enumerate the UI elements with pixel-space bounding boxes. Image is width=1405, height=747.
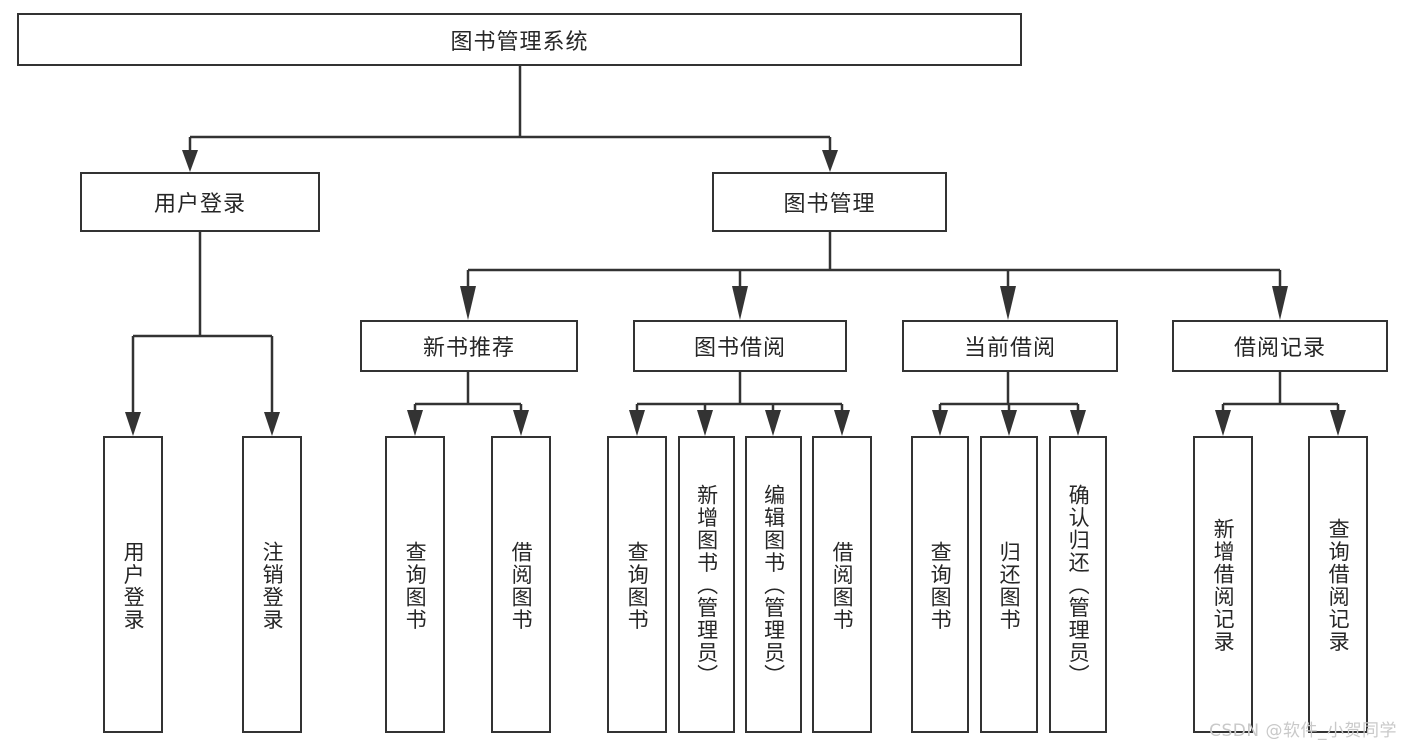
leaf-borrow-book-2-textwrap: 借阅图书 [814, 440, 870, 731]
node-leaf-return-book-label: 归还图书 [997, 540, 1022, 631]
node-root-label: 图书管理系统 [450, 29, 589, 55]
node-current-borrow[interactable]: 当前借阅 [902, 320, 1118, 372]
node-leaf-confirm-return[interactable]: 确认归还（管理员） [1049, 436, 1107, 733]
node-leaf-edit-book-label: 编辑图书（管理员） [761, 484, 786, 687]
arrow-to-leaf-logout-login [264, 412, 280, 436]
node-leaf-query-book-1[interactable]: 查询图书 [385, 436, 445, 733]
node-leaf-query-borrow-record[interactable]: 查询借阅记录 [1308, 436, 1368, 733]
arrow-to-leaf-user-login [125, 412, 141, 436]
leaf-query-book-2-textwrap: 查询图书 [609, 440, 665, 731]
node-leaf-add-borrow-record[interactable]: 新增借阅记录 [1193, 436, 1253, 733]
node-book-borrow[interactable]: 图书借阅 [633, 320, 847, 372]
arrow-to-leaf-edit-book [765, 410, 781, 436]
leaf-query-book-1-textwrap: 查询图书 [387, 440, 443, 731]
node-leaf-user-login-label: 用户登录 [121, 540, 146, 631]
node-book-management[interactable]: 图书管理 [712, 172, 947, 232]
node-leaf-add-book-label: 新增图书（管理员） [694, 484, 719, 687]
arrow-to-leaf-query-book-2 [629, 410, 645, 436]
arrow-to-leaf-query-borrow-record [1330, 410, 1346, 436]
node-book-management-label: 图书管理 [783, 192, 876, 217]
node-leaf-query-book-2-label: 查询图书 [625, 540, 650, 631]
leaf-add-borrow-record-textwrap: 新增借阅记录 [1195, 440, 1251, 731]
arrow-to-borrow-record [1272, 286, 1288, 320]
node-borrow-record-label: 借阅记录 [1233, 336, 1326, 361]
node-leaf-borrow-book-1[interactable]: 借阅图书 [491, 436, 551, 733]
arrow-to-leaf-query-book-3 [932, 410, 948, 436]
arrow-to-leaf-add-borrow-record [1215, 410, 1231, 436]
node-leaf-query-book-3[interactable]: 查询图书 [911, 436, 969, 733]
node-leaf-query-book-1-label: 查询图书 [403, 540, 428, 631]
node-new-book-recommend[interactable]: 新书推荐 [360, 320, 578, 372]
csdn-watermark: CSDN @软件_小贺同学 [1209, 721, 1397, 741]
node-leaf-query-borrow-record-label: 查询借阅记录 [1326, 518, 1351, 653]
arrow-to-current-borrow [1000, 286, 1016, 320]
node-leaf-add-borrow-record-label: 新增借阅记录 [1211, 518, 1236, 653]
leaf-borrow-book-1-textwrap: 借阅图书 [493, 440, 549, 731]
node-leaf-borrow-book-1-label: 借阅图书 [509, 540, 534, 631]
node-current-borrow-label: 当前借阅 [963, 336, 1056, 361]
leaf-return-book-textwrap: 归还图书 [982, 440, 1036, 731]
leaf-query-book-3-textwrap: 查询图书 [913, 440, 967, 731]
node-borrow-record[interactable]: 借阅记录 [1172, 320, 1388, 372]
node-leaf-confirm-return-label: 确认归还（管理员） [1066, 484, 1091, 687]
arrow-to-book-management [822, 150, 838, 172]
arrow-to-book-borrow [732, 286, 748, 320]
arrow-to-leaf-borrow-book-1 [513, 410, 529, 436]
arrow-to-leaf-query-book-1 [407, 410, 423, 436]
node-leaf-edit-book[interactable]: 编辑图书（管理员） [745, 436, 802, 733]
leaf-user-login-textwrap: 用户登录 [105, 440, 161, 731]
node-leaf-logout-login[interactable]: 注销登录 [242, 436, 302, 733]
node-leaf-borrow-book-2-label: 借阅图书 [830, 540, 855, 631]
node-user-login[interactable]: 用户登录 [80, 172, 320, 232]
arrow-to-user-login [182, 150, 198, 172]
node-leaf-query-book-2[interactable]: 查询图书 [607, 436, 667, 733]
node-leaf-query-book-3-label: 查询图书 [928, 540, 953, 631]
leaf-query-borrow-record-textwrap: 查询借阅记录 [1310, 440, 1366, 731]
arrow-to-new-book-recommend [460, 286, 476, 320]
node-root[interactable]: 图书管理系统 [17, 13, 1022, 66]
arrow-to-leaf-confirm-return [1070, 410, 1086, 436]
leaf-logout-login-textwrap: 注销登录 [244, 440, 300, 731]
node-leaf-borrow-book-2[interactable]: 借阅图书 [812, 436, 872, 733]
arrow-to-leaf-borrow-book-2 [834, 410, 850, 436]
node-book-borrow-label: 图书借阅 [693, 336, 786, 361]
node-new-book-recommend-label: 新书推荐 [422, 336, 515, 361]
leaf-edit-book-textwrap: 编辑图书（管理员） [747, 440, 800, 731]
leaf-confirm-return-textwrap: 确认归还（管理员） [1051, 440, 1105, 731]
leaf-add-book-textwrap: 新增图书（管理员） [680, 440, 733, 731]
node-leaf-logout-login-label: 注销登录 [260, 540, 285, 631]
node-leaf-add-book[interactable]: 新增图书（管理员） [678, 436, 735, 733]
arrow-to-leaf-return-book [1001, 410, 1017, 436]
node-user-login-label: 用户登录 [153, 192, 246, 217]
arrow-to-leaf-add-book [697, 410, 713, 436]
node-leaf-user-login[interactable]: 用户登录 [103, 436, 163, 733]
node-leaf-return-book[interactable]: 归还图书 [980, 436, 1038, 733]
